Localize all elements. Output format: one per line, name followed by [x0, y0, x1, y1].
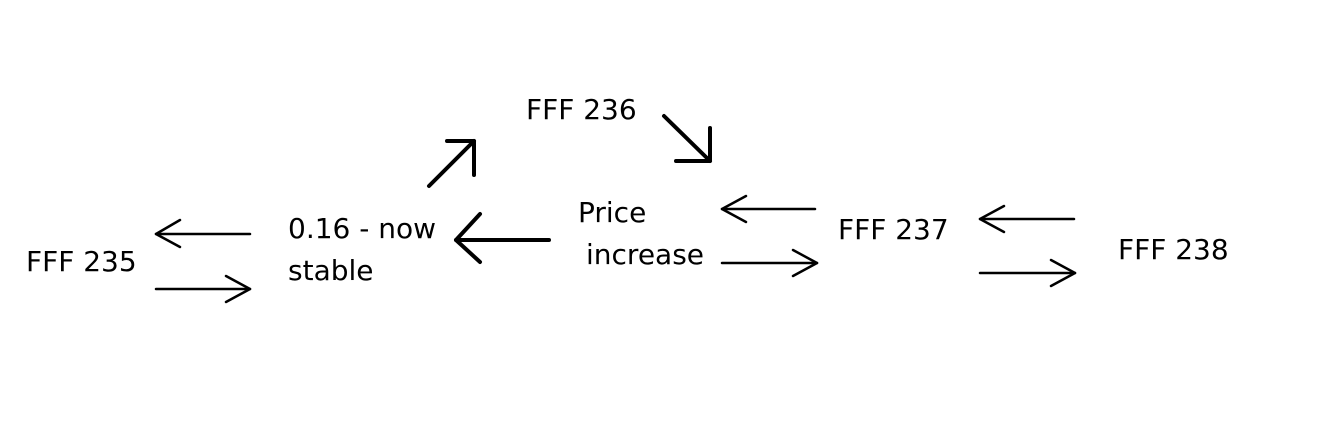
- node-fff-236: FFF 236: [526, 93, 637, 126]
- arrow-left-238: [978, 204, 1076, 234]
- node-fff-235: FFF 235: [26, 245, 137, 278]
- node-stable-line1: 0.16 - now: [288, 212, 437, 245]
- arrow-right-235: [154, 274, 252, 304]
- node-price-line2: increase: [586, 238, 705, 271]
- arrow-right-238: [978, 258, 1077, 288]
- arrow-left-235: [154, 218, 252, 249]
- arrow-right-237: [720, 248, 819, 278]
- node-fff-238: FFF 238: [1118, 233, 1229, 266]
- arrow-down-right-price: [662, 114, 712, 163]
- node-price-line1: Price: [578, 196, 647, 229]
- arrow-left-237: [720, 194, 817, 224]
- node-fff-237: FFF 237: [838, 213, 949, 246]
- arrow-up-right-236: [427, 139, 476, 188]
- node-stable-line2: stable: [288, 254, 374, 287]
- arrow-left-price-stable: [454, 212, 551, 264]
